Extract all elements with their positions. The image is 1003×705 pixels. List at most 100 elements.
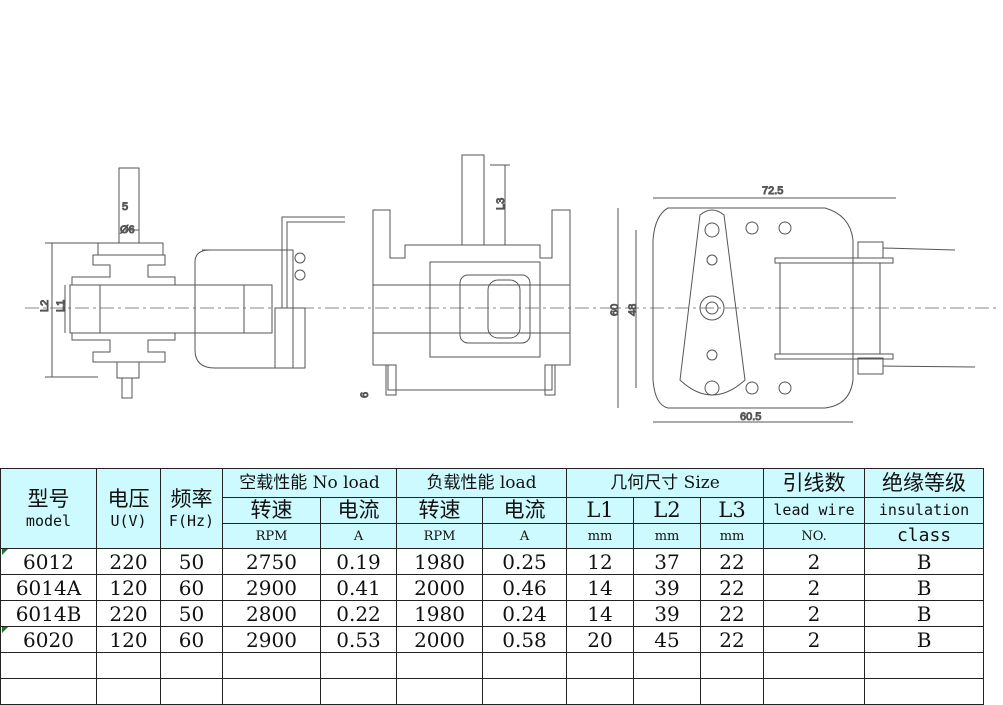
cell-v: 220 — [96, 548, 161, 575]
empty-cell — [160, 678, 223, 705]
dim-height-outer: 60 — [609, 304, 621, 316]
cell-l3: 22 — [700, 626, 765, 653]
cell-l_rpm: 1980 — [396, 600, 484, 627]
cell-l_rpm: 2000 — [396, 574, 484, 601]
unit-amp: A — [482, 523, 568, 549]
dim-pin: 6 — [359, 392, 371, 398]
cell-l2: 37 — [633, 548, 702, 575]
cell-l2: 39 — [633, 600, 702, 627]
empty-cell — [160, 652, 223, 679]
cell-l1: 12 — [566, 548, 635, 575]
cell-l1: 14 — [566, 574, 635, 601]
cell-model: 6014A — [0, 574, 97, 601]
cell-v: 220 — [96, 600, 161, 627]
empty-cell — [482, 652, 568, 679]
empty-cell — [566, 652, 635, 679]
cell-l_a: 0.58 — [482, 626, 568, 653]
cell-l2: 45 — [633, 626, 702, 653]
dim-width-bottom: 60.5 — [740, 411, 761, 423]
empty-cell — [222, 652, 321, 679]
cell-v: 120 — [96, 626, 161, 653]
dim-l2: L2 — [39, 300, 51, 312]
dim-width-top: 72.5 — [762, 185, 783, 197]
unit-mm: mm — [700, 523, 765, 549]
empty-row — [0, 678, 985, 705]
cell-l2: 39 — [633, 574, 702, 601]
cell-l_rpm: 2000 — [396, 626, 484, 653]
empty-cell — [633, 652, 702, 679]
cell-f: 60 — [160, 574, 223, 601]
empty-cell — [396, 678, 484, 705]
unit-mm: mm — [566, 523, 635, 549]
empty-cell — [319, 678, 398, 705]
cell-ins: B — [864, 574, 985, 601]
header-l3: L3 — [700, 497, 765, 524]
cell-model: 6012 — [0, 548, 97, 575]
header-load-current: 电流 — [482, 497, 568, 524]
top-view: 72.5 60 48 60.5 — [609, 185, 976, 424]
cell-ins: B — [864, 600, 985, 627]
header-lead-wire-en: lead wire — [763, 497, 866, 524]
dim-shaft-diameter: Ø6 — [120, 224, 135, 236]
header-l2: L2 — [633, 497, 702, 524]
cell-l3: 22 — [700, 548, 765, 575]
cell-model: 6020 — [0, 626, 97, 653]
cell-ins: B — [864, 548, 985, 575]
unit-rpm: RPM — [396, 523, 484, 549]
empty-cell — [96, 678, 161, 705]
cell-nl_rpm: 2900 — [222, 626, 321, 653]
dim-height-inner: 48 — [627, 304, 639, 316]
empty-cell — [864, 678, 985, 705]
cell-l_a: 0.25 — [482, 548, 568, 575]
empty-cell — [396, 652, 484, 679]
cell-l_rpm: 1980 — [396, 548, 484, 575]
empty-cell — [763, 678, 866, 705]
header-l1: L1 — [566, 497, 635, 524]
unit-class: class — [864, 523, 985, 549]
empty-cell — [482, 678, 568, 705]
cell-comment-marker — [2, 627, 8, 633]
unit-amp: A — [319, 523, 398, 549]
header-noload-speed: 转速 — [222, 497, 321, 524]
empty-cell — [222, 678, 321, 705]
empty-cell — [0, 652, 97, 679]
empty-cell — [864, 652, 985, 679]
side-view: 5 Ø6 L2 L1 — [39, 167, 345, 399]
unit-rpm: RPM — [222, 523, 321, 549]
empty-cell — [566, 678, 635, 705]
cell-nl_rpm: 2750 — [222, 548, 321, 575]
empty-row — [0, 652, 985, 679]
cell-l_a: 0.46 — [482, 574, 568, 601]
cell-nl_a: 0.22 — [319, 600, 398, 627]
header-lead-wire-cn: 引线数 — [763, 468, 866, 498]
empty-cell — [763, 652, 866, 679]
cell-nl_rpm: 2800 — [222, 600, 321, 627]
cell-nl_a: 0.53 — [319, 626, 398, 653]
cell-l3: 22 — [700, 574, 765, 601]
cell-leads: 2 — [763, 600, 866, 627]
empty-cell — [633, 678, 702, 705]
cell-model: 6014B — [0, 600, 97, 627]
header-size: 几何尺寸 Size — [566, 468, 765, 498]
unit-mm: mm — [633, 523, 702, 549]
empty-cell — [319, 652, 398, 679]
cell-v: 120 — [96, 574, 161, 601]
cell-leads: 2 — [763, 574, 866, 601]
empty-cell — [700, 678, 765, 705]
empty-cell — [0, 678, 97, 705]
dim-shaft-flat: 5 — [122, 201, 128, 213]
cell-leads: 2 — [763, 548, 866, 575]
cell-nl_rpm: 2900 — [222, 574, 321, 601]
header-noload-current: 电流 — [319, 497, 398, 524]
cell-f: 50 — [160, 548, 223, 575]
empty-cell — [96, 652, 161, 679]
header-insulation-en: insulation — [864, 497, 985, 524]
dim-l3: L3 — [495, 198, 507, 210]
cell-l_a: 0.24 — [482, 600, 568, 627]
